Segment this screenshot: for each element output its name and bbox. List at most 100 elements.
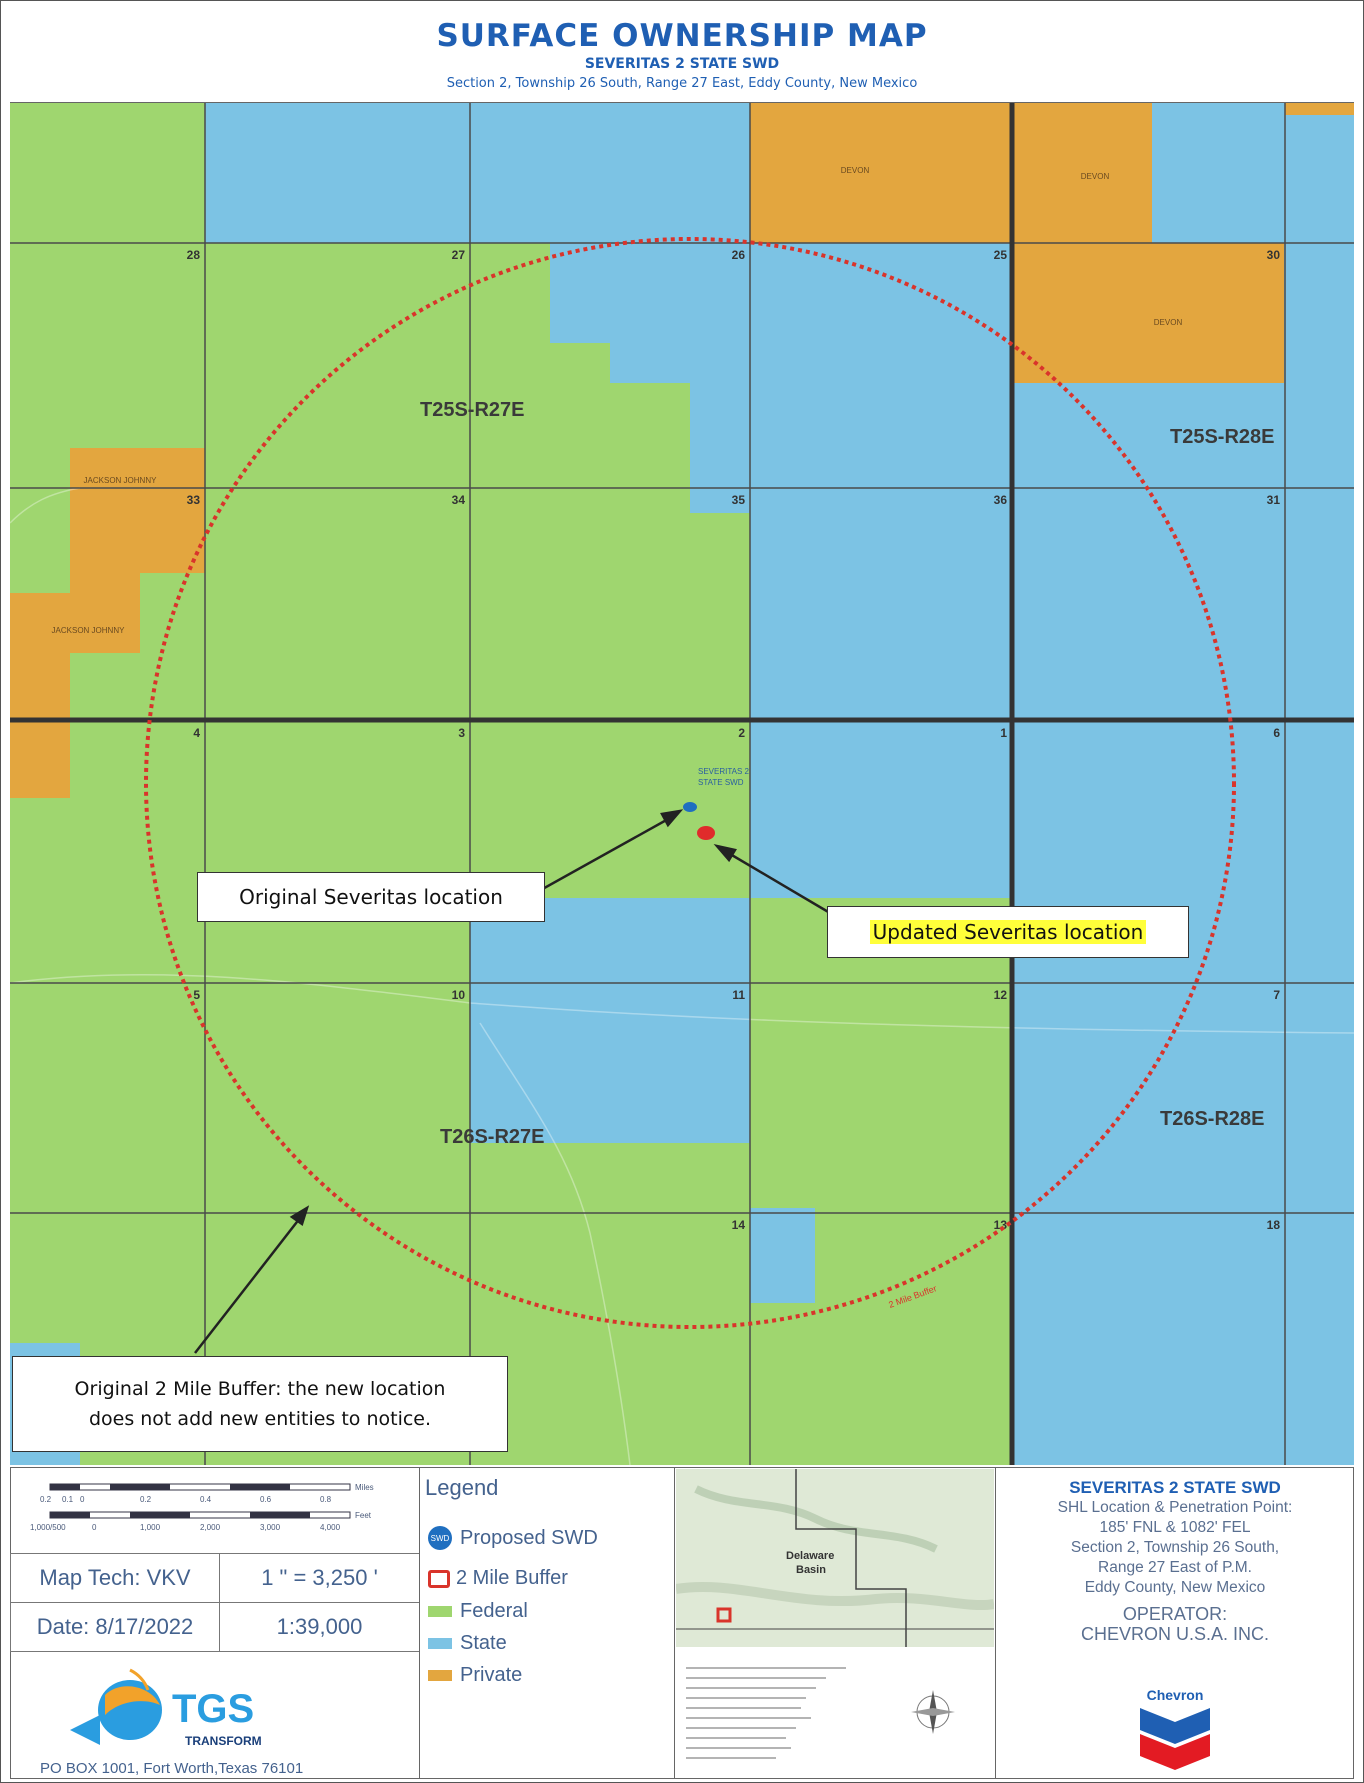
- logo-name: TGS: [172, 1687, 254, 1731]
- buffer-icon: [428, 1569, 450, 1588]
- owner-label: DEVON: [1154, 318, 1183, 327]
- section-number: 30: [1267, 248, 1281, 262]
- scale-tick: 0.2: [140, 1495, 152, 1504]
- section-number: 34: [452, 493, 466, 507]
- scale-tick: 0: [80, 1495, 85, 1504]
- section-number: 4: [193, 726, 200, 740]
- inset-label: Delaware: [786, 1550, 834, 1562]
- well-info-line: Eddy County, New Mexico: [1084, 1579, 1266, 1596]
- scale-tick: 0.2: [40, 1495, 52, 1504]
- map-tech-cell: Map Tech: VKV: [10, 1553, 220, 1603]
- address: PO BOX 1001, Fort Worth,Texas 76101: [40, 1760, 304, 1777]
- well-label: SEVERITAS 2: [698, 767, 750, 776]
- date-cell: Date: 8/17/2022: [10, 1602, 220, 1652]
- section-number: 31: [1267, 493, 1281, 507]
- legend-item-federal: Federal: [428, 1600, 528, 1623]
- buffer-note-line: Original 2 Mile Buffer: the new location: [74, 1378, 446, 1400]
- chevron-logo: Chevron: [1140, 1688, 1210, 1770]
- updated-location-marker[interactable]: [697, 826, 715, 840]
- operator-label: OPERATOR:: [1122, 1604, 1228, 1624]
- map-location-line: Section 2, Township 26 South, Range 27 E…: [446, 76, 918, 91]
- scale-tick: 1,000: [140, 1523, 161, 1532]
- section-grid: [10, 103, 1354, 1465]
- section-number: 13: [994, 1218, 1008, 1232]
- buffer-note-callout: Original 2 Mile Buffer: the new location…: [12, 1356, 508, 1452]
- scale-ratio: 1 " = 3,250 ': [261, 1565, 378, 1590]
- callout-arrows: [194, 809, 831, 1354]
- scale-tick: 0.6: [260, 1495, 272, 1504]
- owner-label: DEVON: [1081, 172, 1110, 181]
- section-number: 36: [994, 493, 1008, 507]
- owner-labels: DEVON DEVON DEVON JACKSON JOHNNY JACKSON…: [52, 166, 1183, 635]
- swd-icon: SWD: [428, 1526, 452, 1550]
- section-number: 2: [738, 726, 745, 740]
- section-number: 27: [452, 248, 466, 262]
- map-header: SURFACE OWNERSHIP MAP SEVERITAS 2 STATE …: [10, 10, 1354, 103]
- well-info-line: 185' FNL & 1082' FEL: [1099, 1519, 1251, 1536]
- legend-item-swd: SWD Proposed SWD: [428, 1526, 598, 1550]
- legend-item-private: Private: [428, 1664, 522, 1687]
- original-location-callout: Original Severitas location: [197, 872, 545, 922]
- map-date: Date: 8/17/2022: [36, 1614, 194, 1639]
- township-labels: T25S-R27E T25S-R28E T26S-R27E T26S-R28E: [420, 399, 1275, 1148]
- two-mile-buffer: [144, 237, 1236, 1329]
- scale-ratio-cell: 1 " = 3,250 ': [219, 1553, 420, 1603]
- scale-tick: 0.8: [320, 1495, 332, 1504]
- north-arrow-icon: [911, 1690, 955, 1734]
- operator-name: CHEVRON U.S.A. INC.: [1080, 1624, 1270, 1644]
- township-label: T26S-R28E: [1160, 1108, 1265, 1130]
- scale-fraction-cell: 1:39,000: [219, 1602, 420, 1652]
- well-info-line: SHL Location & Penetration Point:: [1057, 1499, 1293, 1516]
- state-swatch: [428, 1638, 452, 1649]
- owner-label: JACKSON JOHNNY: [52, 626, 126, 635]
- logo-sub: TRANSFORM: [185, 1734, 262, 1748]
- map-tech: Map Tech: VKV: [39, 1565, 191, 1590]
- updated-location-text: Updated Severitas location: [869, 920, 1147, 944]
- section-number: 12: [994, 988, 1008, 1002]
- inset-label: Basin: [796, 1564, 826, 1576]
- legend-item-buffer: 2 Mile Buffer: [428, 1567, 568, 1590]
- scale-tick: 0: [92, 1523, 97, 1532]
- owner-label: JACKSON JOHNNY: [84, 476, 158, 485]
- township-lines: [10, 103, 1354, 1465]
- updated-location-callout: Updated Severitas location: [827, 906, 1189, 958]
- private-swatch: [428, 1670, 452, 1681]
- well-info: SEVERITAS 2 STATE SWD SHL Location & Pen…: [1000, 1478, 1350, 1644]
- section-number: 10: [452, 988, 466, 1002]
- scale-tick: 2,000: [200, 1523, 221, 1532]
- original-swd-marker[interactable]: [683, 802, 697, 812]
- section-number: 28: [187, 248, 201, 262]
- scale-tick: 0.1: [62, 1495, 74, 1504]
- section-number: 33: [187, 493, 201, 507]
- section-number: 7: [1273, 988, 1280, 1002]
- scale-tick: 1,000/500: [30, 1523, 66, 1532]
- well-info-title: SEVERITAS 2 STATE SWD: [1069, 1478, 1281, 1497]
- legend-title: Legend: [425, 1475, 499, 1500]
- map-title: SURFACE OWNERSHIP MAP: [436, 18, 928, 54]
- section-number: 26: [732, 248, 746, 262]
- section-number: 6: [1273, 726, 1280, 740]
- coordinate-system-box: [676, 1650, 994, 1778]
- well-label: STATE SWD: [698, 778, 744, 787]
- scale-tick: 3,000: [260, 1523, 281, 1532]
- section-number: 3: [458, 726, 465, 740]
- legend-panel: [419, 1467, 675, 1779]
- private-land: [10, 103, 1354, 798]
- legend-item-state: State: [428, 1632, 507, 1655]
- section-number: 18: [1267, 1218, 1281, 1232]
- section-number: 25: [994, 248, 1008, 262]
- scale-unit: Miles: [355, 1483, 374, 1492]
- owner-label: DEVON: [841, 166, 870, 175]
- map-subtitle: SEVERITAS 2 STATE SWD: [584, 56, 780, 72]
- section-number: 11: [732, 988, 745, 1002]
- federal-swatch: [428, 1606, 452, 1617]
- ownership-map[interactable]: 28 27 26 25 30 33 34 35 36 31 4 3 2 1 6 …: [10, 103, 1354, 1465]
- township-label: T26S-R27E: [440, 1126, 545, 1148]
- well-info-line: Range 27 East of P.M.: [1098, 1559, 1252, 1576]
- scale-fraction: 1:39,000: [276, 1614, 363, 1639]
- well-info-line: Section 2, Township 26 South,: [1070, 1539, 1280, 1556]
- section-number: 1: [1000, 726, 1007, 740]
- section-numbers: 28 27 26 25 30 33 34 35 36 31 4 3 2 1 6 …: [187, 248, 1281, 1232]
- scale-unit: Feet: [355, 1511, 372, 1520]
- buffer-note-line: does not add new entities to notice.: [88, 1408, 432, 1430]
